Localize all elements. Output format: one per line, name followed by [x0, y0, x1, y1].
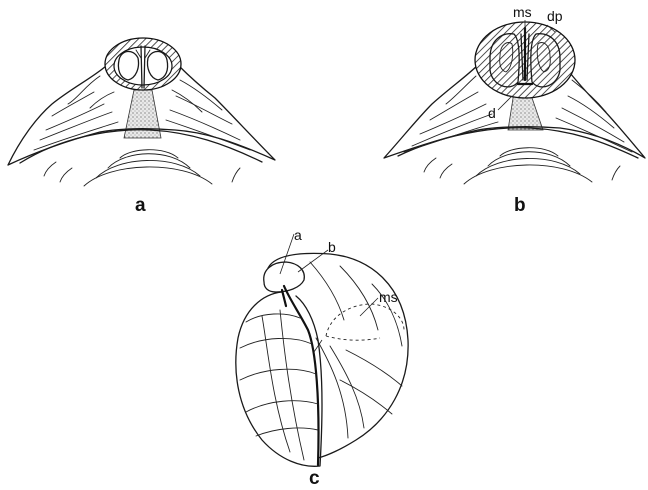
panel-c-label-b: b [328, 239, 336, 255]
panel-b-label-dp: dp [547, 8, 563, 24]
panel-c-label-a: a [294, 227, 302, 243]
panel-c-drawing [236, 234, 408, 466]
panel-a-drawing [8, 38, 275, 186]
panel-c-label: c [309, 468, 320, 489]
panel-c-median-septum [326, 304, 404, 336]
panel-c-dorsal-valve [268, 253, 408, 458]
panel-b-drawing [384, 20, 645, 184]
panel-c-label-ms: ms [379, 289, 398, 305]
panel-b-label-d: d [488, 105, 496, 121]
panel-b-label: b [514, 195, 526, 216]
panel-a-label: a [135, 195, 146, 216]
panel-c-ventral-valve [236, 292, 322, 466]
panel-b-label-ms: ms [513, 4, 532, 20]
